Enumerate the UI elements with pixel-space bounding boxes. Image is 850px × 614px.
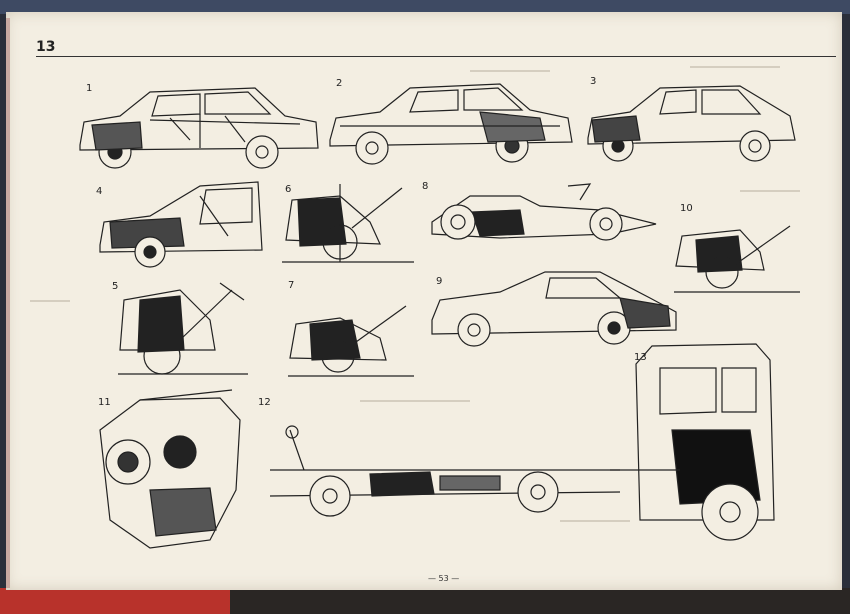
bleed-through-line [690, 66, 780, 68]
bleed-through-line [470, 70, 550, 72]
figure-label: 9 [436, 276, 443, 287]
figure-12-truck-chassis-illustration [269, 425, 621, 517]
figure-9-coupe-illustration [431, 271, 677, 347]
figure-label: 8 [422, 181, 429, 192]
figure-label: 5 [112, 281, 119, 292]
figure-3-hatchback-illustration [587, 85, 796, 162]
bleed-through-line [740, 190, 800, 192]
figure-label: 6 [285, 184, 292, 195]
figure-5-engine-illustration [118, 282, 248, 375]
bleed-through-line [360, 400, 470, 402]
figure-label: 13 [634, 352, 647, 363]
bleed-through-line [560, 520, 630, 522]
figure-11-engine-illustration [99, 389, 241, 549]
figure-label: 2 [336, 78, 343, 89]
figure-label: 11 [98, 397, 111, 408]
figure-label: 1 [86, 83, 93, 94]
figure-8-racecar-illustration [431, 183, 657, 241]
figure-label: 7 [288, 280, 295, 291]
background-top-band [0, 0, 850, 14]
figure-label: 4 [96, 186, 103, 197]
figure-label: 10 [680, 203, 693, 214]
bleed-through-line [30, 300, 70, 302]
page-binding-edge [6, 18, 10, 588]
figure-13-truck-cab-illustration [610, 343, 775, 541]
figure-4-front-cutaway-illustration [99, 181, 263, 268]
page-footer-number: — 53 — [428, 574, 460, 583]
figure-2-sedan-illustration [329, 83, 573, 165]
figure-1-sedan-illustration [79, 87, 319, 169]
figure-label: 3 [590, 76, 597, 87]
page-section-number: 13 [36, 39, 56, 55]
figure-6-engine-illustration [282, 184, 414, 263]
figure-7-engine-illustration [288, 305, 414, 377]
header-rule [36, 56, 836, 57]
book-cover-edge [0, 588, 230, 614]
figure-label: 12 [258, 397, 271, 408]
figure-10-engine-illustration [674, 225, 800, 293]
